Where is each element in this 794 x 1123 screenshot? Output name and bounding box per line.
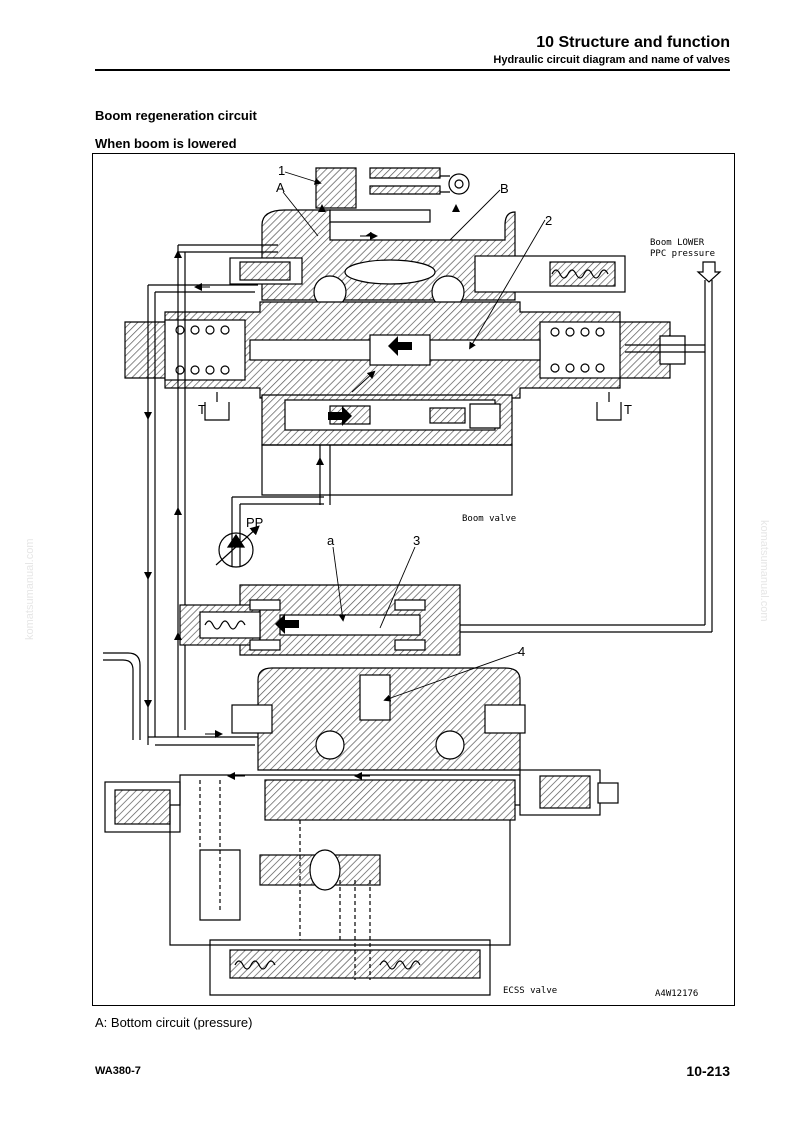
eye-fitting [448,173,470,195]
label-4: 4 [518,644,525,659]
label-boom-valve: Boom valve [462,514,516,524]
tank-left [204,402,230,421]
label-B: B [500,181,509,196]
label-a: a [327,533,335,548]
figure-caption: A: Bottom circuit (pressure) [95,1015,253,1030]
header-rule [95,69,730,71]
label-1: 1 [278,163,285,178]
label-drawing-code: A4W12176 [655,989,698,999]
label-ppc-pressure: PPC pressure [650,249,715,259]
pump-symbol [218,532,254,568]
section-title: Boom regeneration circuit [95,108,257,123]
section-subtitle: When boom is lowered [95,136,237,151]
label-PP: PP [246,515,263,530]
ecss-spool [279,614,421,636]
label-ecss-valve: ECSS valve [503,986,557,996]
tank-right [596,402,622,421]
header-title: 10 Structure and function [536,34,730,51]
label-2: 2 [545,213,552,228]
footer-page-number: 10-213 [686,1063,730,1079]
label-boom-lower: Boom LOWER [650,238,705,248]
footer-model: WA380-7 [95,1065,141,1077]
label-3: 3 [413,533,420,548]
label-T-left: T [198,402,206,417]
label-T-right: T [624,402,632,417]
top-port-1 [315,167,357,209]
header-subtitle: Hydraulic circuit diagram and name of va… [493,54,730,66]
label-A: A [276,180,285,195]
diagram-frame [92,153,735,1006]
